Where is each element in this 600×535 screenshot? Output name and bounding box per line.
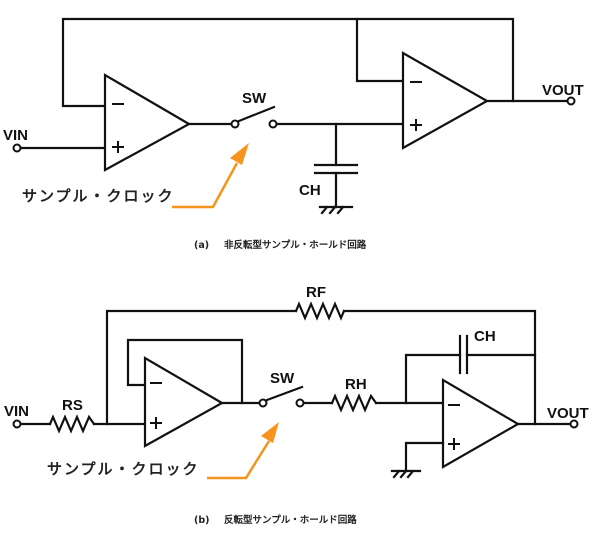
a-opamp-2-plus-icon	[410, 119, 422, 131]
b-rf-resistor	[294, 301, 346, 321]
b-caption: 反転型サンプル・ホールド回路	[224, 514, 357, 526]
a-clock-label: サンプル・クロック	[22, 187, 175, 205]
a-outer-feedback-wire	[61, 17, 515, 108]
b-opamp-1-plus-icon	[150, 417, 162, 429]
a-opamp-2	[401, 51, 490, 150]
b-clock-arrow-icon	[207, 422, 279, 480]
a-vout-label: VOUT	[542, 82, 584, 99]
a-buffer-feedback-wire	[355, 17, 405, 83]
b-ch-left-wire	[404, 353, 462, 405]
b-opamp-2	[441, 378, 521, 469]
a-switch-arm	[237, 105, 276, 123]
b-vin-label: VIN	[4, 403, 29, 420]
b-opamp-1	[143, 356, 225, 448]
a-switch-terminal-left	[230, 119, 240, 129]
b-sw-label: SW	[270, 370, 295, 387]
b-switch-arm	[265, 385, 304, 402]
a-opamp-1	[103, 73, 192, 172]
b-ground-wire	[404, 441, 445, 473]
b-rh-resistor	[330, 393, 378, 413]
b-ground-icon	[390, 469, 422, 479]
b-rf-label: RF	[306, 284, 326, 301]
b-vin-terminal	[12, 419, 22, 429]
b-clock-label: サンプル・クロック	[47, 460, 200, 478]
b-vout-terminal	[569, 419, 579, 429]
a-vin-label: VIN	[3, 127, 28, 144]
a-switch-terminal-right	[268, 119, 278, 129]
b-rf-left-wire	[105, 309, 298, 426]
a-caption-tag: (a)	[194, 240, 209, 251]
b-ch-label: CH	[474, 328, 496, 345]
b-buffer-feedback-wire	[126, 338, 244, 405]
a-vin-terminal	[12, 143, 22, 153]
a-ch-label: CH	[299, 182, 321, 199]
diagram-b: VIN RS RF SW RH CH	[4, 284, 589, 526]
a-opamp-1-plus-icon	[112, 141, 124, 153]
b-switch-terminal-right	[295, 398, 305, 408]
a-vout-terminal	[566, 96, 576, 106]
a-caption: 非反転型サンプル・ホールド回路	[224, 239, 367, 251]
b-switch-terminal-left	[258, 398, 268, 408]
b-rh-label: RH	[345, 376, 367, 393]
b-caption-tag: (b)	[194, 515, 209, 526]
b-rs-label: RS	[62, 397, 83, 414]
diagram-a: VIN SW CH	[3, 17, 584, 251]
a-ground-icon	[318, 205, 354, 215]
a-clock-arrow-icon	[172, 143, 249, 209]
b-opamp-2-plus-icon	[448, 438, 460, 450]
a-sw-label: SW	[242, 90, 267, 107]
b-rf-right-wire	[342, 309, 537, 426]
b-vout-label: VOUT	[547, 405, 589, 422]
b-rs-resistor	[48, 414, 96, 434]
